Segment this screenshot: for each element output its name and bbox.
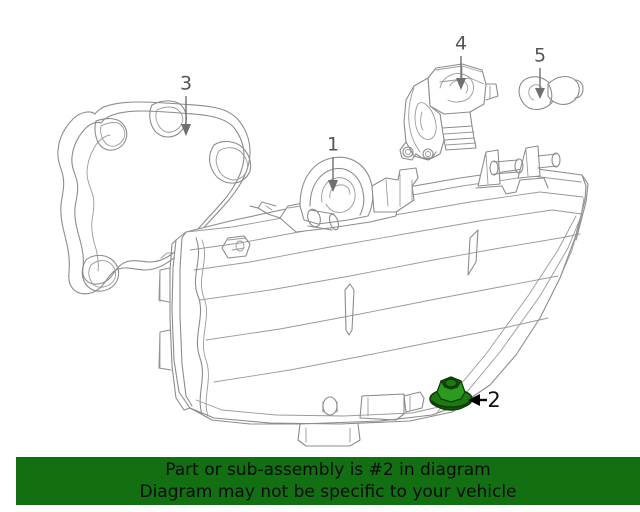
callout-3: 3 (180, 73, 192, 136)
bulb-retainer-cluster (221, 156, 419, 259)
callout-5-label: 5 (534, 45, 546, 67)
callout-3-arrowhead (181, 124, 191, 136)
callout-4-label: 4 (455, 33, 467, 55)
callout-2-label: 2 (487, 388, 500, 412)
notice-line-primary: Part or sub-assembly is #2 in diagram (165, 460, 491, 480)
notice-line-secondary: Diagram may not be specific to your vehi… (139, 482, 517, 502)
part-headlamp-housing (158, 145, 589, 447)
callout-3-label: 3 (180, 73, 192, 95)
callout-5: 5 (534, 45, 546, 99)
callout-2: 2 (468, 388, 501, 412)
callout-4-arrowhead (456, 78, 466, 90)
part-light-bulb (518, 75, 584, 111)
diagram-notice-banner: Part or sub-assembly is #2 in diagram Di… (16, 457, 640, 505)
headlamp-mounting-posts (475, 145, 561, 195)
callout-4: 4 (455, 33, 467, 90)
part-headlamp-seal-gasket (57, 100, 252, 295)
callout-5-arrowhead (535, 88, 545, 99)
part-bulb-socket-connector (399, 63, 499, 161)
callout-1-label: 1 (327, 134, 339, 156)
callout-1: 1 (327, 134, 339, 192)
part-flange-nut-highlighted (429, 376, 473, 411)
callout-2-arrowhead (468, 394, 480, 406)
callout-1-arrowhead (328, 180, 338, 192)
